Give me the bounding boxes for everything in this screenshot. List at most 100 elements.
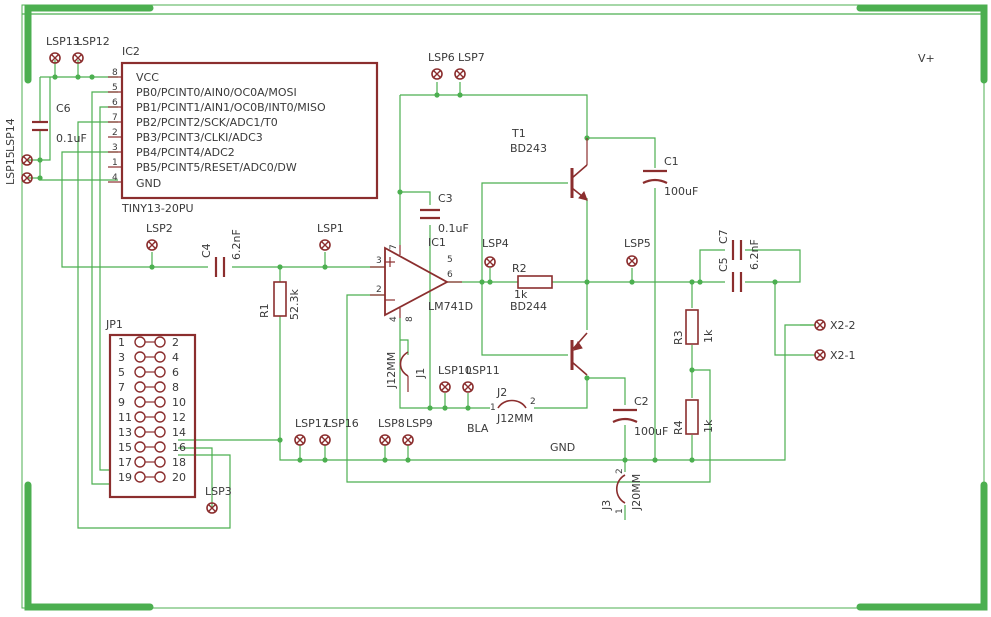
lsp14-label: LSP14 bbox=[4, 118, 17, 152]
jp1-pin-number: 18 bbox=[172, 456, 186, 469]
test-point-lsp8-9: LSP8 LSP9 bbox=[378, 417, 433, 446]
jp1-pin bbox=[154, 351, 166, 363]
ic2-pin-name: PB3/PCINT3/CLKI/ADC3 bbox=[136, 131, 263, 144]
test-point-lsp10-11: LSP10 LSP11 bbox=[438, 364, 500, 393]
jp1-pin bbox=[134, 471, 146, 483]
jp1-pin-number: 19 bbox=[118, 471, 132, 484]
jp1-pin bbox=[134, 456, 146, 468]
ic2-pin-num: 5 bbox=[112, 83, 118, 93]
c6-value: 0.1uF bbox=[56, 132, 87, 145]
c2-label: C2 bbox=[634, 395, 649, 408]
ic2-pin-name: PB1/PCINT1/AIN1/OC0B/INT0/MISO bbox=[136, 101, 326, 114]
ic2-label: IC2 bbox=[122, 45, 140, 58]
test-point-lsp6-7: LSP6 LSP7 bbox=[428, 51, 485, 80]
board-frame bbox=[21, 4, 988, 611]
j1-value: J12MM bbox=[385, 352, 398, 389]
capacitor-c5: C5 bbox=[717, 257, 743, 292]
jp1-pin-number: 15 bbox=[118, 441, 132, 454]
opamp-pin7: 7 bbox=[389, 244, 399, 250]
lsp8-label: LSP8 bbox=[378, 417, 405, 430]
jp1-pin-number: 7 bbox=[118, 381, 125, 394]
resistor-r1: R1 52.3k bbox=[258, 281, 301, 320]
test-point-lsp13-12: LSP13 LSP12 bbox=[46, 35, 110, 64]
j2-value: J12MM bbox=[496, 412, 533, 425]
r3-label: R3 bbox=[672, 330, 685, 345]
resistor-r3: R3 1k bbox=[672, 309, 715, 345]
jumper-j3: 2 1 J3 J20MM bbox=[600, 468, 643, 514]
ic2-pin-name: PB5/PCINT5/RESET/ADC0/DW bbox=[136, 161, 297, 174]
jp1-pin-number: 8 bbox=[172, 381, 179, 394]
gnd-label: GND bbox=[550, 441, 575, 454]
capacitor-c7: C7 6.2nF bbox=[717, 229, 761, 270]
opamp-ic1: 3 2 7 4 8 5 6 IC1 LM741D bbox=[370, 236, 473, 322]
jp1-pin-number: 11 bbox=[118, 411, 132, 424]
c4-label: C4 bbox=[200, 243, 213, 258]
lsp17-label: LSP17 bbox=[295, 417, 329, 430]
wires bbox=[22, 13, 984, 529]
c5-label: C5 bbox=[717, 257, 730, 272]
jp1-pin-number: 2 bbox=[172, 336, 179, 349]
jp1-pin bbox=[154, 366, 166, 378]
jp1-pin-number: 12 bbox=[172, 411, 186, 424]
resistor-r2: R2 1k bbox=[512, 262, 553, 301]
ic1-part-label: LM741D bbox=[428, 300, 473, 313]
opamp-pin8: 8 bbox=[405, 316, 415, 322]
ic2-pin-name: PB2/PCINT2/SCK/ADC1/T0 bbox=[136, 116, 278, 129]
lsp4-label: LSP4 bbox=[482, 237, 509, 250]
lsp3-label: LSP3 bbox=[205, 485, 232, 498]
j1-label: J1 bbox=[414, 368, 427, 379]
jp1-pin bbox=[134, 411, 146, 423]
jp1-pin-number: 20 bbox=[172, 471, 186, 484]
transistor-t2: BD244 bbox=[510, 300, 588, 376]
test-point-lsp1: LSP1 bbox=[317, 222, 344, 251]
j2-pin1: 1 bbox=[490, 403, 496, 413]
jp1-pin bbox=[154, 396, 166, 408]
j2-label: J2 bbox=[496, 386, 507, 399]
junctions bbox=[37, 74, 778, 463]
ic1-label: IC1 bbox=[428, 236, 446, 249]
lsp11-label: LSP11 bbox=[466, 364, 500, 377]
jp1-pin bbox=[134, 441, 146, 453]
r1-value: 52.3k bbox=[288, 289, 301, 320]
c7-label: C7 bbox=[717, 229, 730, 244]
x2-1-label: X2-1 bbox=[830, 349, 856, 362]
r4-label: R4 bbox=[672, 420, 685, 435]
jp1-pin bbox=[134, 351, 146, 363]
test-point-lsp15-14: LSP15 LSP14 bbox=[4, 118, 33, 185]
opamp-pin5: 5 bbox=[447, 255, 453, 265]
ic2-part-label: TINY13-20PU bbox=[121, 202, 194, 215]
jp1-pin bbox=[154, 381, 166, 393]
jp1-pin-number: 14 bbox=[172, 426, 186, 439]
capacitor-c3: C3 0.1uF bbox=[420, 192, 469, 235]
t1-label: T1 bbox=[511, 127, 526, 140]
lsp5-label: LSP5 bbox=[624, 237, 651, 250]
lsp15-label: LSP15 bbox=[4, 151, 17, 185]
jumper-j2: 1 2 J2 J12MM BLA bbox=[467, 386, 536, 435]
jp1-pin bbox=[154, 471, 166, 483]
c1-value: 100uF bbox=[664, 185, 698, 198]
transistor-t1: T1 BD243 bbox=[510, 127, 588, 201]
r2-value: 1k bbox=[514, 288, 528, 301]
connector-x2: X2-2 X2-1 bbox=[814, 319, 856, 362]
jp1-pin bbox=[154, 336, 166, 348]
test-point-lsp2: LSP2 bbox=[146, 222, 173, 251]
jp1-pin bbox=[134, 336, 146, 348]
r1-label: R1 bbox=[258, 303, 271, 318]
t2-part-label: BD244 bbox=[510, 300, 547, 313]
jp1-pin-number: 1 bbox=[118, 336, 125, 349]
capacitor-c1: C1 100uF bbox=[642, 155, 698, 198]
lsp6-label: LSP6 bbox=[428, 51, 455, 64]
ic2-pin-num: 3 bbox=[112, 143, 118, 153]
test-point-lsp3: LSP3 bbox=[205, 485, 232, 514]
c7-value: 6.2nF bbox=[748, 239, 761, 270]
jp1-pin bbox=[154, 426, 166, 438]
jp1-pin bbox=[134, 396, 146, 408]
jp1-pin-number: 17 bbox=[118, 456, 132, 469]
lsp10-label: LSP10 bbox=[438, 364, 472, 377]
c3-value: 0.1uF bbox=[438, 222, 469, 235]
j2-pin2: 2 bbox=[530, 397, 536, 407]
ic2-pin-num: 8 bbox=[112, 68, 118, 78]
